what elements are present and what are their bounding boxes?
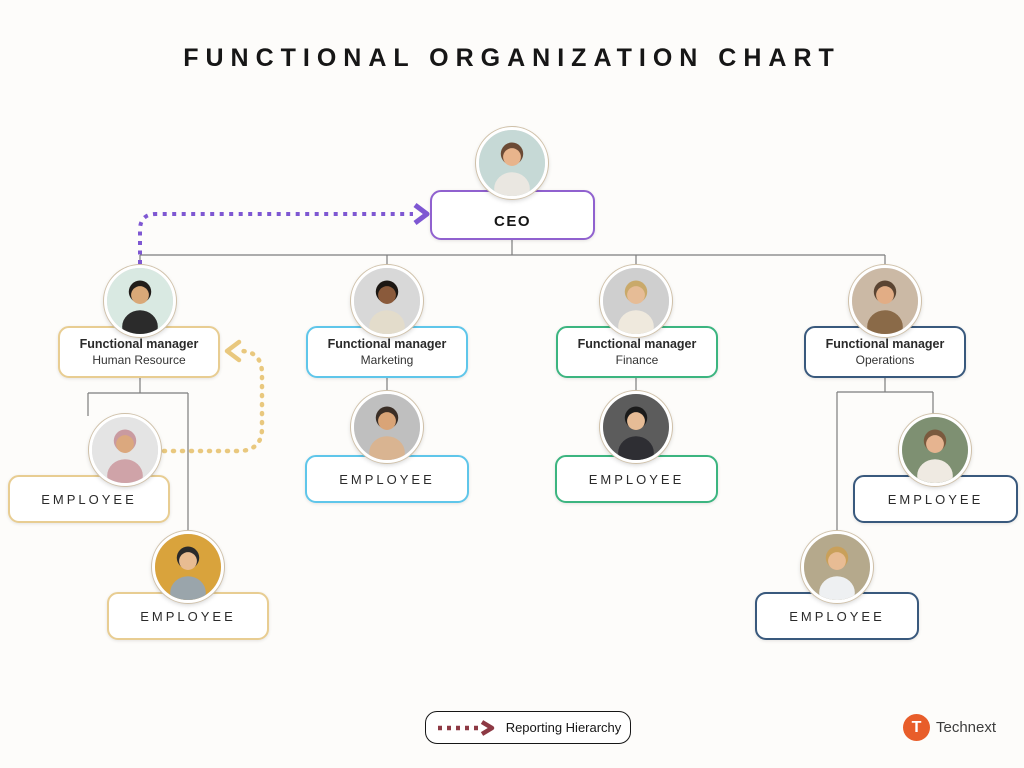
employee-label: EMPLOYEE	[789, 608, 885, 624]
employee-label: EMPLOYEE	[588, 471, 685, 487]
legend-box: Reporting Hierarchy	[425, 711, 631, 744]
ceo-photo	[476, 127, 548, 199]
technext-logo-icon: T	[903, 714, 930, 741]
employee-photo-hr-2	[152, 531, 224, 603]
manager-photo-human-resource	[104, 265, 176, 337]
manager-dept: Finance	[615, 352, 659, 367]
employee-photo-operations-1	[899, 414, 971, 486]
reporting-arrow-employee-to-hr	[125, 348, 265, 454]
employee-label: EMPLOYEE	[339, 471, 435, 487]
employee-label: EMPLOYEE	[140, 608, 236, 624]
manager-dept: Operations	[855, 352, 915, 367]
manager-photo-marketing	[351, 265, 423, 337]
manager-dept: Marketing	[360, 352, 414, 367]
employee-photo-hr-1	[89, 414, 161, 486]
reporting-arrowhead-hr	[224, 339, 242, 363]
employee-label: EMPLOYEE	[887, 491, 984, 507]
employee-photo-finance	[600, 391, 672, 463]
manager-photo-finance	[600, 265, 672, 337]
manager-role: Functional manager	[825, 336, 945, 351]
legend-label: Reporting Hierarchy	[505, 720, 622, 735]
reporting-arrow-hr-to-ceo	[138, 212, 413, 264]
legend-reporting-arrow-icon	[437, 719, 494, 736]
employee-box-hr-1: EMPLOYEE	[8, 475, 170, 523]
employee-photo-marketing	[351, 391, 423, 463]
reporting-arrowhead-ceo	[413, 203, 430, 225]
page-title: FUNCTIONAL ORGANIZATION CHART	[183, 44, 841, 72]
brand-logo: T Technext	[903, 714, 996, 741]
brand-name: Technext	[936, 719, 997, 736]
manager-role: Functional manager	[327, 336, 447, 351]
manager-role: Functional manager	[577, 336, 697, 351]
hierarchy-connector-lines	[87, 240, 934, 533]
employee-box-marketing: EMPLOYEE	[305, 455, 469, 503]
manager-role: Functional manager	[79, 336, 199, 351]
manager-photo-operations	[849, 265, 921, 337]
employee-photo-operations-2	[801, 531, 873, 603]
ceo-label: CEO	[493, 212, 531, 230]
employee-label: EMPLOYEE	[41, 491, 137, 507]
manager-dept: Human Resource	[92, 352, 186, 367]
